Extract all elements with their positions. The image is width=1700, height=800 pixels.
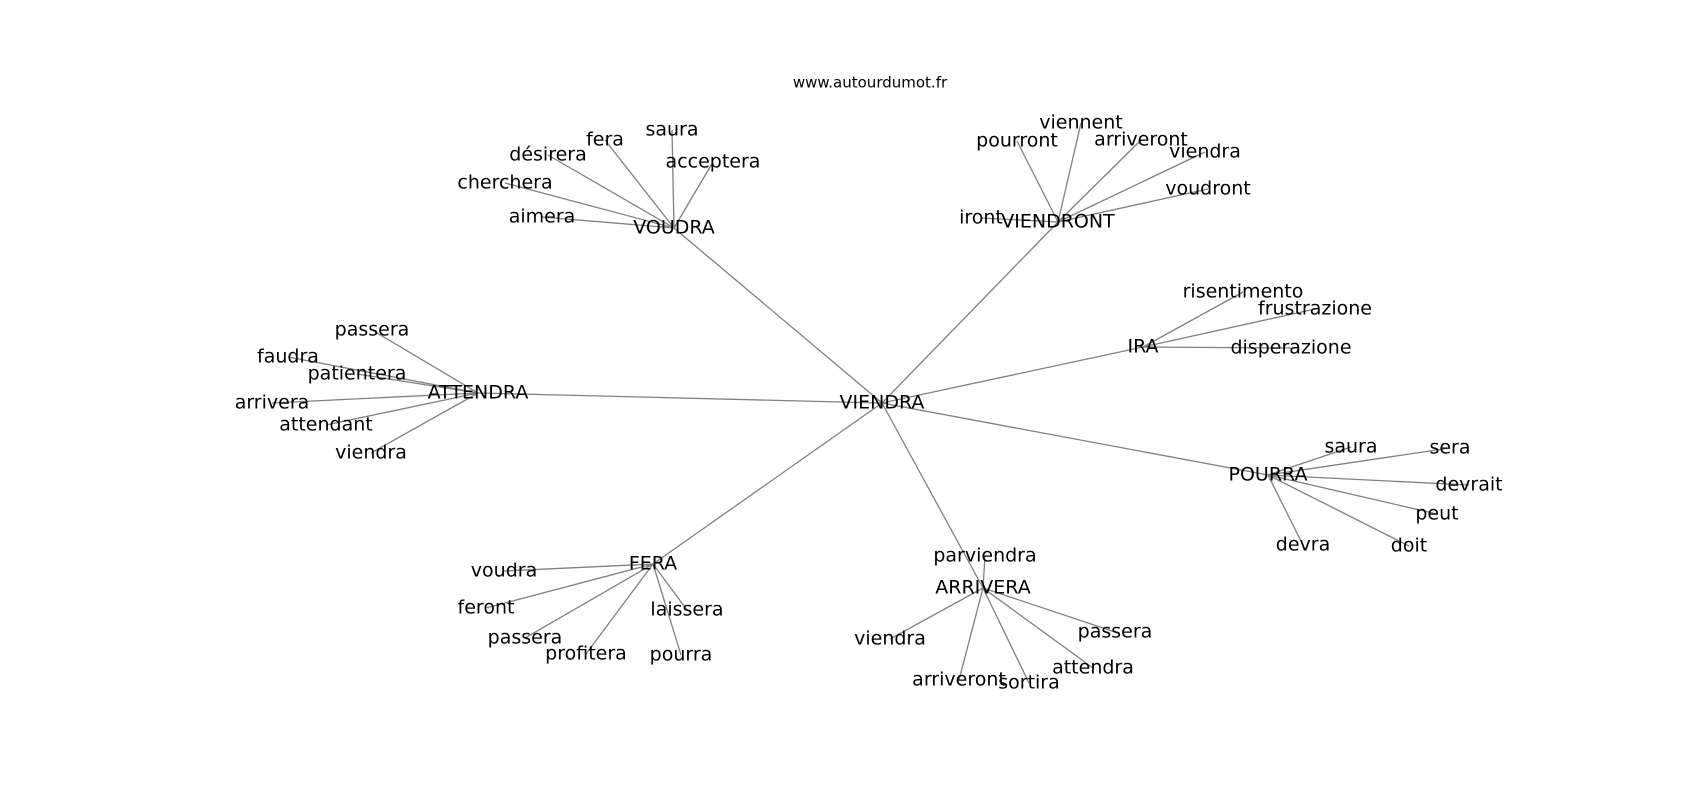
node-leaf: attendra	[1052, 657, 1134, 679]
node-leaf: frustrazione	[1258, 298, 1372, 320]
edge-fera-leaf-4	[585, 563, 654, 655]
edge-ira-leaf-0	[1142, 291, 1244, 348]
node-leaf: laissera	[650, 599, 723, 621]
node-leaf: désirera	[509, 144, 586, 166]
node-leaf: arriveront	[1094, 129, 1188, 151]
node-leaf: feront	[458, 597, 515, 619]
node-leaf: profitera	[545, 643, 627, 665]
node-leaf: viennent	[1039, 112, 1122, 134]
node-hub-voudra: VOUDRA	[633, 217, 715, 239]
graph-labels: www.autourdumot.fr VIENDRA VOUDRA saura fer…	[235, 74, 1503, 694]
edge-arrivera-leaf-2	[982, 587, 1116, 633]
node-leaf: voudra	[471, 560, 537, 582]
edge-center-attendra	[477, 392, 883, 404]
node-leaf: iront	[959, 207, 1003, 229]
edge-fera-leaf-5	[652, 563, 682, 656]
edge-center-voudra	[673, 227, 883, 404]
graph-edges	[271, 122, 1470, 684]
node-leaf: pourra	[650, 644, 713, 666]
edge-voudra-leaf-1	[604, 139, 675, 229]
node-leaf: devrait	[1435, 474, 1502, 496]
edge-pourra-leaf-0	[1267, 446, 1352, 476]
node-leaf: voudront	[1165, 178, 1250, 200]
edge-arrivera-leaf-0	[982, 555, 986, 589]
edge-fera-leaf-0	[503, 563, 654, 572]
edge-viendront-leaf-0	[1057, 122, 1082, 223]
edge-viendront-leaf-2	[1057, 139, 1142, 223]
edge-center-arrivera	[881, 402, 984, 589]
edge-attendra-leaf-0	[371, 329, 479, 394]
edge-pourra-leaf-3	[1267, 474, 1438, 515]
edge-arrivera-leaf-4	[958, 587, 984, 681]
edge-attendra-leaf-5	[370, 392, 479, 454]
edge-voudra-leaf-0	[671, 129, 675, 229]
edge-center-pourra	[881, 402, 1269, 476]
node-leaf: passera	[335, 319, 410, 341]
site-watermark: www.autourdumot.fr	[793, 74, 948, 92]
edge-attendra-leaf-4	[325, 392, 479, 426]
edge-voudra-leaf-3	[673, 161, 714, 229]
node-leaf: arrivera	[235, 392, 310, 414]
node-center: VIENDRA	[840, 392, 925, 414]
edge-attendra-leaf-3	[271, 392, 479, 404]
edge-pourra-leaf-4	[1267, 474, 1304, 546]
node-hub-attendra: ATTENDRA	[428, 382, 529, 404]
edge-arrivera-leaf-3	[982, 587, 1094, 669]
node-leaf: parviendra	[933, 545, 1036, 567]
node-hub-viendront: VIENDRONT	[1001, 211, 1115, 233]
edge-viendront-leaf-1	[1016, 140, 1059, 223]
edge-attendra-leaf-2	[356, 373, 479, 394]
node-leaf: risentimento	[1183, 281, 1304, 303]
node-leaf: doit	[1391, 535, 1427, 557]
edge-attendra-leaf-1	[287, 356, 479, 394]
edge-arrivera-leaf-1	[889, 587, 984, 640]
edge-fera-leaf-3	[524, 563, 654, 639]
node-leaf: patientera	[308, 363, 407, 385]
edge-pourra-leaf-1	[1267, 447, 1451, 476]
node-leaf: aimera	[509, 206, 576, 228]
node-leaf: saura	[1324, 436, 1377, 458]
node-leaf: passera	[488, 627, 563, 649]
node-leaf: sortira	[998, 672, 1060, 694]
edge-viendront-leaf-5	[980, 217, 1059, 223]
edge-fera-leaf-2	[652, 563, 688, 611]
node-leaf: passera	[1078, 621, 1153, 643]
edge-ira-leaf-2	[1142, 346, 1292, 349]
node-leaf: viendra	[1169, 141, 1241, 163]
edge-pourra-leaf-2	[1267, 474, 1470, 486]
node-leaf: sera	[1429, 437, 1470, 459]
edge-ira-leaf-1	[1142, 308, 1316, 348]
edge-arrivera-leaf-5	[982, 587, 1030, 684]
node-leaf: cherchera	[457, 172, 552, 194]
edge-pourra-leaf-5	[1267, 474, 1410, 547]
node-leaf: disperazione	[1230, 337, 1351, 359]
node-leaf: fera	[586, 129, 624, 151]
node-leaf: devra	[1276, 534, 1330, 556]
node-hub-pourra: POURRA	[1229, 464, 1308, 486]
node-leaf: faudra	[257, 346, 319, 368]
edge-center-viendront	[881, 221, 1059, 404]
edge-fera-leaf-1	[485, 563, 654, 609]
node-leaf: peut	[1415, 503, 1458, 525]
node-hub-fera: FERA	[629, 553, 677, 575]
edge-voudra-leaf-5	[541, 216, 675, 229]
edge-viendront-leaf-4	[1057, 188, 1209, 223]
node-leaf: arriveront	[912, 669, 1006, 691]
node-leaf: viendra	[335, 442, 407, 464]
edge-center-fera	[652, 402, 883, 565]
node-leaf: attendant	[279, 414, 372, 436]
node-leaf: saura	[645, 119, 698, 141]
node-hub-arrivera: ARRIVERA	[935, 577, 1030, 599]
edge-voudra-leaf-2	[547, 154, 675, 229]
node-leaf: viendra	[854, 628, 926, 650]
node-hub-ira: IRA	[1127, 336, 1158, 358]
node-leaf: pourront	[976, 130, 1058, 152]
edge-voudra-leaf-4	[504, 182, 675, 229]
edge-center-ira	[881, 346, 1144, 404]
edge-viendront-leaf-3	[1057, 151, 1206, 223]
node-leaf: acceptera	[666, 151, 761, 173]
